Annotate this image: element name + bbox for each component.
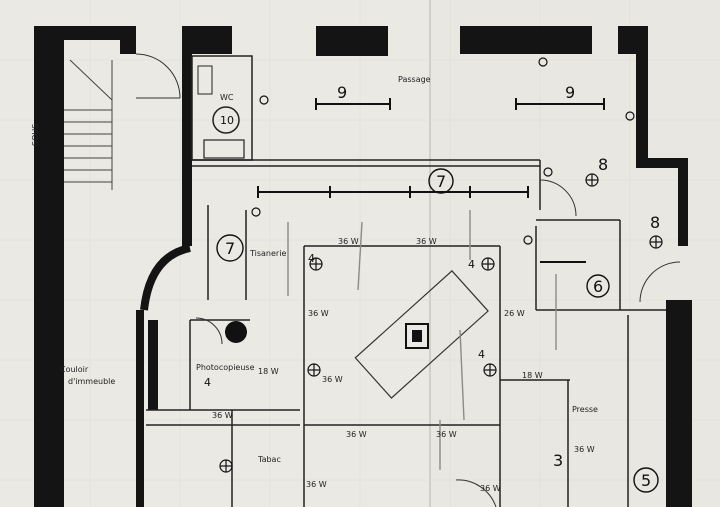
interior-walls <box>146 55 666 507</box>
label-4-d: 4 <box>204 376 211 389</box>
light-bar-top-left <box>315 98 391 110</box>
watt-label-7: 36 W <box>212 411 233 420</box>
label-7-left: 7 <box>225 239 235 258</box>
watt-label-4: 26 W <box>504 309 525 318</box>
label-8-right: 8 <box>650 213 660 232</box>
wall-inner-left <box>182 26 192 246</box>
label-tisane: Tisanerie <box>249 249 286 258</box>
watt-label-5: 18 W <box>258 367 279 376</box>
wall-right-step <box>636 158 686 168</box>
wall-top-segment-c <box>460 26 592 54</box>
label-6: 6 <box>593 277 603 296</box>
watt-label-10: 36 W <box>306 480 327 489</box>
watt-label-8: 36 W <box>346 430 367 439</box>
wall-top-segment-b <box>316 26 388 56</box>
light-bar-top-right <box>515 98 605 110</box>
door-swing-1 <box>539 179 577 217</box>
light-bar-passage <box>257 186 529 198</box>
pillar-round <box>225 321 247 343</box>
label-4-b: 4 <box>468 258 475 271</box>
desk-chair-seat <box>412 330 422 342</box>
sink-icon <box>203 139 245 159</box>
watt-label-11: 36 W <box>480 484 501 493</box>
door-swing-3 <box>195 317 223 345</box>
watt-label-12: 36 W <box>574 445 595 454</box>
light-fixtures <box>219 57 663 473</box>
label-stairs: SOUS <box>31 124 40 146</box>
watt-label-2: 36 W <box>416 237 437 246</box>
desk-chair <box>405 323 429 349</box>
radiator <box>148 320 158 410</box>
label-8-top: 8 <box>598 155 608 174</box>
wall-door-jamb <box>120 26 136 54</box>
label-passage: Passage <box>398 75 431 84</box>
watt-label-13: 36 W <box>322 375 343 384</box>
wall-corridor <box>136 310 144 507</box>
toilet-icon <box>212 106 240 134</box>
circle-7-passage <box>428 168 454 194</box>
label-presse: Presse <box>572 405 598 414</box>
label-7-passage: 7 <box>436 172 446 191</box>
label-9-left: 9 <box>337 83 347 102</box>
cabinet-icon <box>197 65 213 95</box>
label-corridor-2: d'immeuble <box>68 377 115 386</box>
wall-right-pillar <box>678 158 688 246</box>
circle-5 <box>633 467 659 493</box>
label-9-right: 9 <box>565 83 575 102</box>
label-printer: Photocopieuse <box>196 363 255 372</box>
wall-left <box>34 26 64 507</box>
watt-label-9: 36 W <box>436 430 457 439</box>
wall-curve <box>140 244 191 311</box>
staircase <box>64 59 113 190</box>
door-swing-2 <box>639 261 681 303</box>
circle-7-left <box>216 234 244 262</box>
label-wc: WC <box>220 93 234 102</box>
label-5: 5 <box>641 471 651 490</box>
walls <box>34 26 692 507</box>
label-4-c: 4 <box>478 348 485 361</box>
watt-label-3: 36 W <box>308 309 329 318</box>
wall-top-left <box>34 26 136 40</box>
label-10: 10 <box>220 114 234 127</box>
label-tabac: Tabac <box>257 455 281 464</box>
wall-right-upper <box>636 26 648 166</box>
label-corridor-1: Couloir <box>60 365 89 374</box>
paper-left-half <box>0 0 430 507</box>
wall-right-lower <box>666 300 692 507</box>
central-desk <box>354 270 489 399</box>
watt-label-6: 18 W <box>522 371 543 380</box>
label-4-a: 4 <box>308 252 315 265</box>
circle-6 <box>586 274 610 298</box>
door-swing-4 <box>455 479 497 507</box>
label-3: 3 <box>553 451 563 470</box>
entry-door-swing <box>135 53 181 99</box>
pencil-marks <box>287 210 557 470</box>
watt-label-1: 36 W <box>338 237 359 246</box>
